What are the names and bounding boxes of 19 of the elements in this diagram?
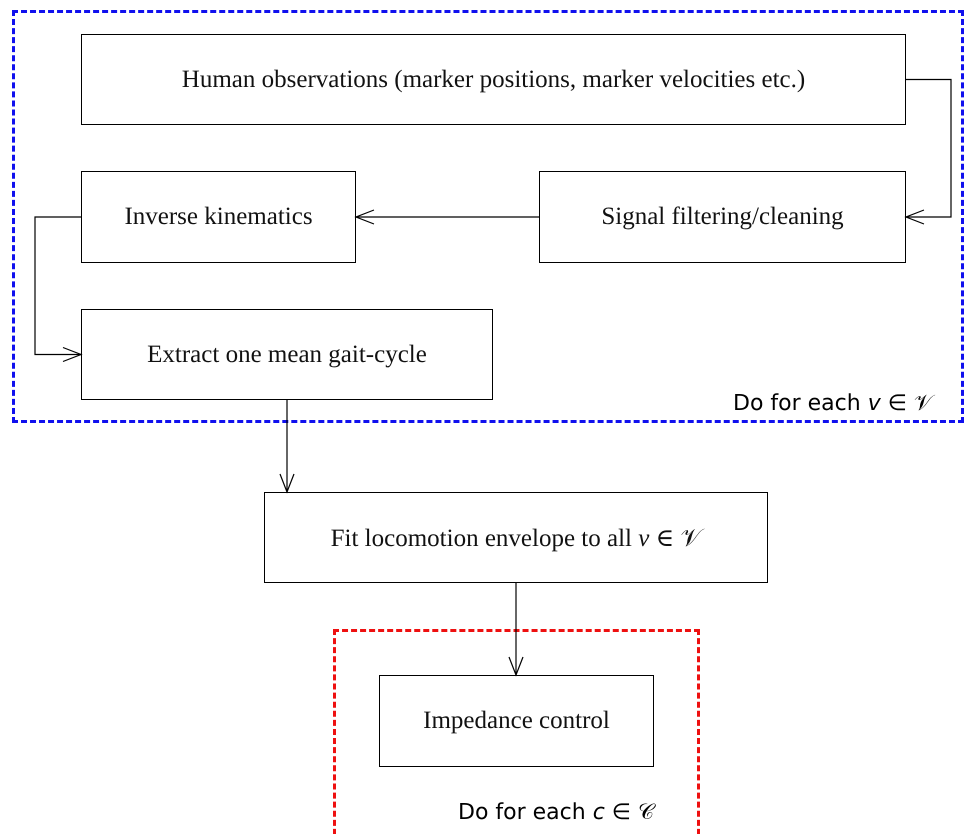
dashed-group-region [12,10,964,423]
process-box [539,171,906,263]
box-label: Inverse kinematics [124,203,313,231]
group-label: Do for each c ∈ 𝒞 [458,800,654,825]
arrow [279,400,295,493]
process-box [379,675,654,767]
arrow [905,78,952,225]
arrow [508,583,524,676]
arrow [355,209,539,225]
box-label: Human observations (marker positions, marker velocities etc.) [182,66,806,94]
process-box [81,171,356,263]
box-label: Impedance control [423,707,610,735]
box-label: Signal filtering/cleaning [601,203,844,231]
process-box [81,309,493,400]
arrow [34,216,82,362]
process-box [264,492,768,583]
dashed-group-region [333,629,700,834]
process-box [81,34,906,125]
box-label: Extract one mean gait-cycle [147,340,427,368]
